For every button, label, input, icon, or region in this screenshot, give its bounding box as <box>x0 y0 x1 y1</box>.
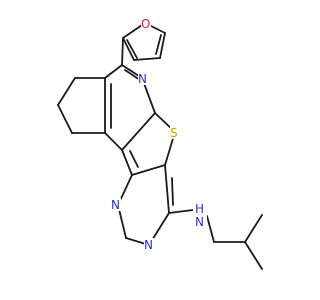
bond <box>159 32 166 59</box>
bond <box>133 57 161 61</box>
bond <box>121 112 156 151</box>
amine-group: H N <box>193 202 207 230</box>
furan-oxygen-label: O <box>141 17 150 31</box>
bond <box>57 104 73 134</box>
bond <box>164 164 170 214</box>
pyrimidine-nitrogen-lower-label: N <box>144 238 153 252</box>
pyrimidine-nitrogen-upper-label: N <box>111 198 120 212</box>
thiophene-sulfur-label: S <box>170 126 178 140</box>
bond <box>121 37 124 66</box>
ring-nitrogen: N <box>138 72 148 86</box>
amine-hydrogen-label: H <box>195 202 204 216</box>
bond <box>206 215 215 243</box>
furan-oxygen: O <box>141 17 151 31</box>
bonds <box>57 22 263 270</box>
molecule-structure-diagram: O N S N N H N <box>57 17 263 270</box>
bond <box>57 77 76 106</box>
bond <box>171 177 174 206</box>
bond <box>168 209 194 214</box>
bond <box>104 64 123 79</box>
bond <box>129 150 139 168</box>
atom-labels: O N S N N H N <box>111 17 207 252</box>
bond <box>122 37 135 61</box>
bond <box>155 34 162 55</box>
bond <box>126 39 138 59</box>
bond <box>121 149 133 176</box>
bond <box>244 214 263 243</box>
bond <box>244 241 263 270</box>
bond <box>104 132 123 151</box>
bond <box>124 69 141 81</box>
ring-nitrogen-label: N <box>138 72 147 86</box>
amine-nitrogen-label: N <box>195 215 204 229</box>
thiophene-sulfur: S <box>170 126 180 140</box>
pyrimidine-nitrogen-lower: N <box>144 238 154 252</box>
bond <box>131 164 166 176</box>
pyrimidine-nitrogen-upper: N <box>111 198 121 212</box>
